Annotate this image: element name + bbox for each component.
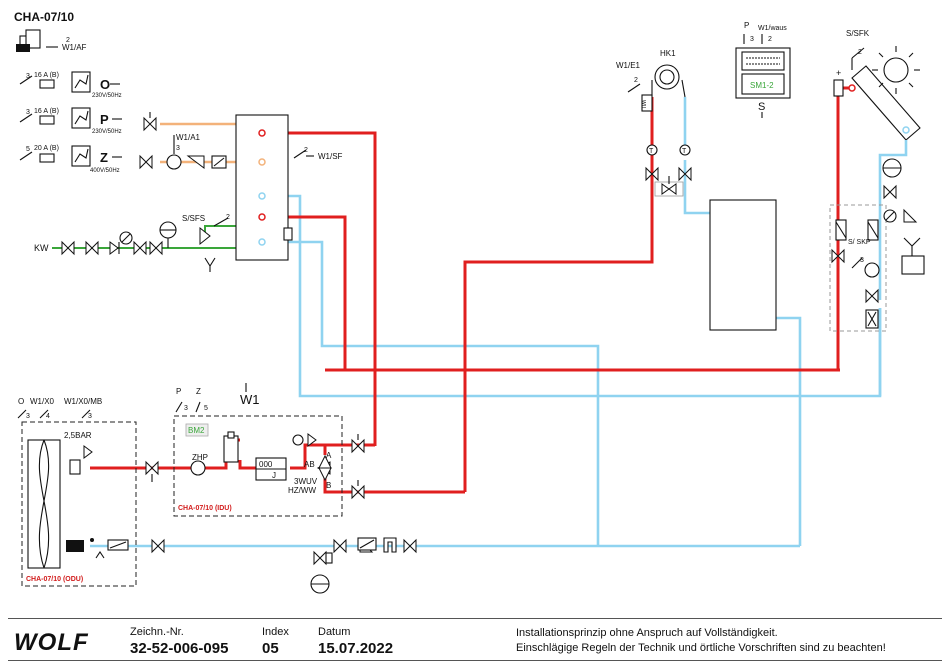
letter-o: O bbox=[100, 77, 110, 92]
disclaimer-line-1: Installationsprinzip ohne Anspruch auf V… bbox=[516, 627, 778, 639]
display-value: 000 bbox=[259, 460, 273, 469]
footer-divider bbox=[8, 618, 942, 619]
svg-text:HZ/WW: HZ/WW bbox=[288, 486, 316, 495]
pressure-label: 2,5BAR bbox=[64, 431, 92, 440]
outdoor-sensor: 2 W1/AF bbox=[16, 29, 87, 52]
storage-tank: 2 W1/SF bbox=[235, 114, 343, 261]
solar-collector: S/SFK 2 + bbox=[833, 29, 921, 188]
svg-text:230V/50Hz: 230V/50Hz bbox=[92, 93, 122, 99]
index-value: 05 bbox=[262, 640, 279, 657]
e1-label: W1/E1 bbox=[616, 61, 641, 70]
svg-text:J: J bbox=[272, 471, 276, 480]
svg-text:230V/50Hz: 230V/50Hz bbox=[92, 129, 122, 135]
date-value: 15.07.2022 bbox=[318, 640, 394, 657]
svg-text:2: 2 bbox=[768, 36, 772, 43]
wolf-logo: WOLF bbox=[14, 629, 89, 656]
cold-water-inlet: KW S/SFS 2 bbox=[34, 214, 230, 272]
svg-text:3: 3 bbox=[750, 36, 754, 43]
svg-text:3WUV: 3WUV bbox=[294, 477, 318, 486]
odu-caption: CHA-07/10 (ODU) bbox=[26, 576, 83, 583]
svg-text:2: 2 bbox=[858, 49, 862, 56]
svg-text:AB: AB bbox=[304, 460, 315, 469]
svg-text:5: 5 bbox=[26, 146, 30, 153]
sensor-af-label: W1/AF bbox=[62, 43, 87, 52]
drawing-number-label: Zeichn.-Nr. bbox=[130, 626, 184, 638]
svg-text:B: B bbox=[326, 481, 331, 490]
svg-text:T: T bbox=[649, 148, 654, 155]
svg-text:3: 3 bbox=[176, 145, 180, 152]
waus-label: W1/waus bbox=[758, 25, 787, 32]
w1-label: W1 bbox=[240, 392, 260, 407]
svg-text:+: + bbox=[836, 68, 841, 78]
idu-unit: P 3 Z 5 W1 BM2 ZHP 000 J AB A B 3WUV HZ/… bbox=[173, 383, 343, 517]
diagram-title: CHA-07/10 bbox=[14, 10, 74, 24]
solar-station: S/ SKP 3 bbox=[829, 158, 925, 332]
sfs-label: S/SFS bbox=[182, 214, 205, 223]
bm2-label: BM2 bbox=[188, 426, 205, 435]
svg-text:Z: Z bbox=[196, 387, 201, 396]
disclaimer-line-2: Einschlägige Regeln der Technik und örtl… bbox=[516, 642, 886, 654]
svg-text:3: 3 bbox=[26, 413, 30, 420]
letter-z: Z bbox=[100, 150, 108, 165]
svg-text:3: 3 bbox=[184, 405, 188, 412]
svg-text:O: O bbox=[18, 397, 24, 406]
svg-text:16 A (B): 16 A (B) bbox=[34, 72, 59, 79]
svg-text:20 A (B): 20 A (B) bbox=[34, 145, 59, 152]
x0mb-label: W1/X0/MB bbox=[64, 397, 102, 406]
sm1-2-module: P 3 W1/waus 2 SM1-2 S bbox=[735, 21, 791, 118]
index-label: Index bbox=[262, 626, 289, 638]
odu-connection-valves bbox=[145, 460, 165, 554]
letter-p: P bbox=[100, 112, 109, 127]
hk1-label: HK1 bbox=[660, 49, 676, 58]
svg-text:A: A bbox=[326, 451, 332, 460]
power-row-o: 3 16 A (B) O 230V/50Hz bbox=[19, 71, 122, 99]
svg-text:2: 2 bbox=[66, 37, 70, 44]
svg-text:2: 2 bbox=[304, 147, 308, 154]
cold-water-pipes bbox=[52, 225, 262, 249]
heating-circuit-hk1: HK1 W1/E1 2 WU T T bbox=[616, 49, 692, 197]
buffer-tank bbox=[709, 199, 777, 331]
svg-text:3: 3 bbox=[26, 73, 30, 80]
svg-text:2: 2 bbox=[226, 214, 230, 221]
svg-text:3: 3 bbox=[26, 109, 30, 116]
power-row-z: 5 20 A (B) Z 400V/50Hz bbox=[19, 145, 122, 174]
sfk-label: S/SFK bbox=[846, 29, 870, 38]
svg-text:2: 2 bbox=[634, 77, 638, 84]
idu-caption: CHA-07/10 (IDU) bbox=[178, 505, 232, 512]
svg-text:4: 4 bbox=[46, 413, 50, 420]
svg-text:T: T bbox=[682, 148, 687, 155]
x0-label: W1/X0 bbox=[30, 397, 55, 406]
footer-bottom-divider bbox=[8, 660, 942, 661]
svg-text:WOLF: WOLF bbox=[14, 629, 89, 656]
a1-label: W1/A1 bbox=[176, 133, 201, 142]
svg-text:3: 3 bbox=[88, 413, 92, 420]
skp-label: S/ SKP bbox=[848, 239, 871, 246]
idu-output-valves bbox=[351, 434, 365, 500]
zhp-label: ZHP bbox=[192, 453, 208, 462]
return-line-components bbox=[310, 537, 417, 594]
svg-text:400V/50Hz: 400V/50Hz bbox=[90, 168, 120, 174]
sf-label: W1/SF bbox=[318, 152, 343, 161]
odu-unit: O 3 W1/X0 4 W1/X0/MB 3 2,5BAR CHA-07/10 … bbox=[17, 397, 137, 587]
power-row-p: 3 16 A (B) P 230V/50Hz bbox=[19, 107, 122, 135]
svg-text:16 A (B): 16 A (B) bbox=[34, 108, 59, 115]
date-label: Datum bbox=[318, 626, 351, 638]
svg-text:P: P bbox=[176, 387, 181, 396]
svg-text:P: P bbox=[744, 21, 749, 30]
svg-text:5: 5 bbox=[204, 405, 208, 412]
drawing-number-value: 32-52-006-095 bbox=[130, 640, 229, 657]
kw-label: KW bbox=[34, 243, 49, 253]
svg-text:WU: WU bbox=[640, 100, 646, 109]
sm-label: SM1-2 bbox=[750, 81, 774, 90]
svg-text:S: S bbox=[758, 101, 765, 113]
hot-water-outlet-valves: W1/A1 3 bbox=[139, 112, 227, 170]
svg-text:3: 3 bbox=[860, 257, 864, 264]
